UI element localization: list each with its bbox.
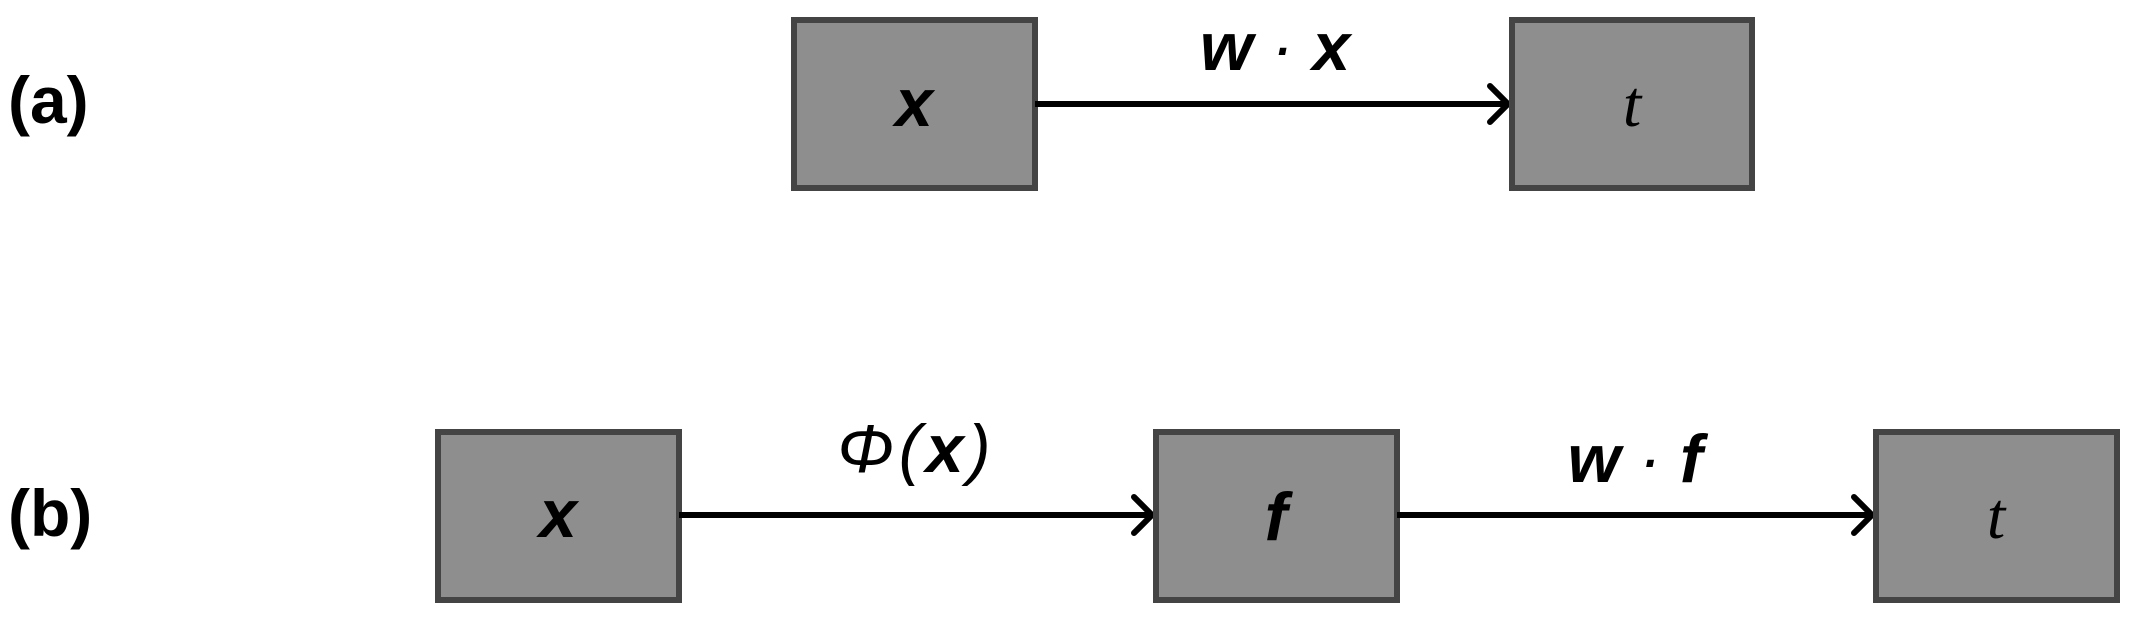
panel-a-input-label: x: [892, 65, 936, 141]
panel-a-input-box: [791, 17, 1038, 191]
panel-a-label: (a): [8, 63, 89, 137]
panel-b-edge1-x: x: [923, 411, 967, 487]
panel-b-output-box: [1873, 429, 2120, 603]
panel-b-edge1-phi: Φ: [837, 411, 894, 487]
panel-a-arrow-head: [1487, 83, 1511, 125]
panel-b-edge1-open: (: [899, 411, 928, 487]
panel-a-edge-dot: ·: [1271, 9, 1294, 85]
panel-a-edge-w: w: [1200, 9, 1257, 85]
panel-b-edge1-label: Φ ( x ): [837, 411, 990, 487]
panel-b-edge2-label: w · f: [1567, 421, 1708, 497]
panel-a-output-label: t: [1623, 68, 1643, 141]
panel-b-edge2-w: w: [1567, 421, 1624, 497]
panel-a: (a) x w · x t: [8, 9, 1755, 191]
panel-b-output-label: t: [1987, 480, 2007, 553]
panel-b-input-box: [435, 429, 682, 603]
panel-b-edge2-f: f: [1680, 421, 1709, 497]
panel-b: (b) x Φ ( x ) f w · f t: [8, 411, 2120, 603]
panel-b-edge1-close: ): [961, 411, 991, 487]
panel-a-edge-label: w · x: [1200, 9, 1353, 85]
panel-b-edge2-dot: ·: [1639, 421, 1662, 497]
panel-b-input-label: x: [536, 476, 580, 552]
panel-b-arrow2-head: [1851, 494, 1875, 536]
panel-a-edge-x: x: [1309, 9, 1353, 85]
panel-a-output-box: [1509, 17, 1755, 191]
panel-b-arrow1-head: [1131, 494, 1155, 536]
panel-b-feature-box: [1153, 429, 1400, 603]
panel-b-label: (b): [8, 476, 92, 550]
